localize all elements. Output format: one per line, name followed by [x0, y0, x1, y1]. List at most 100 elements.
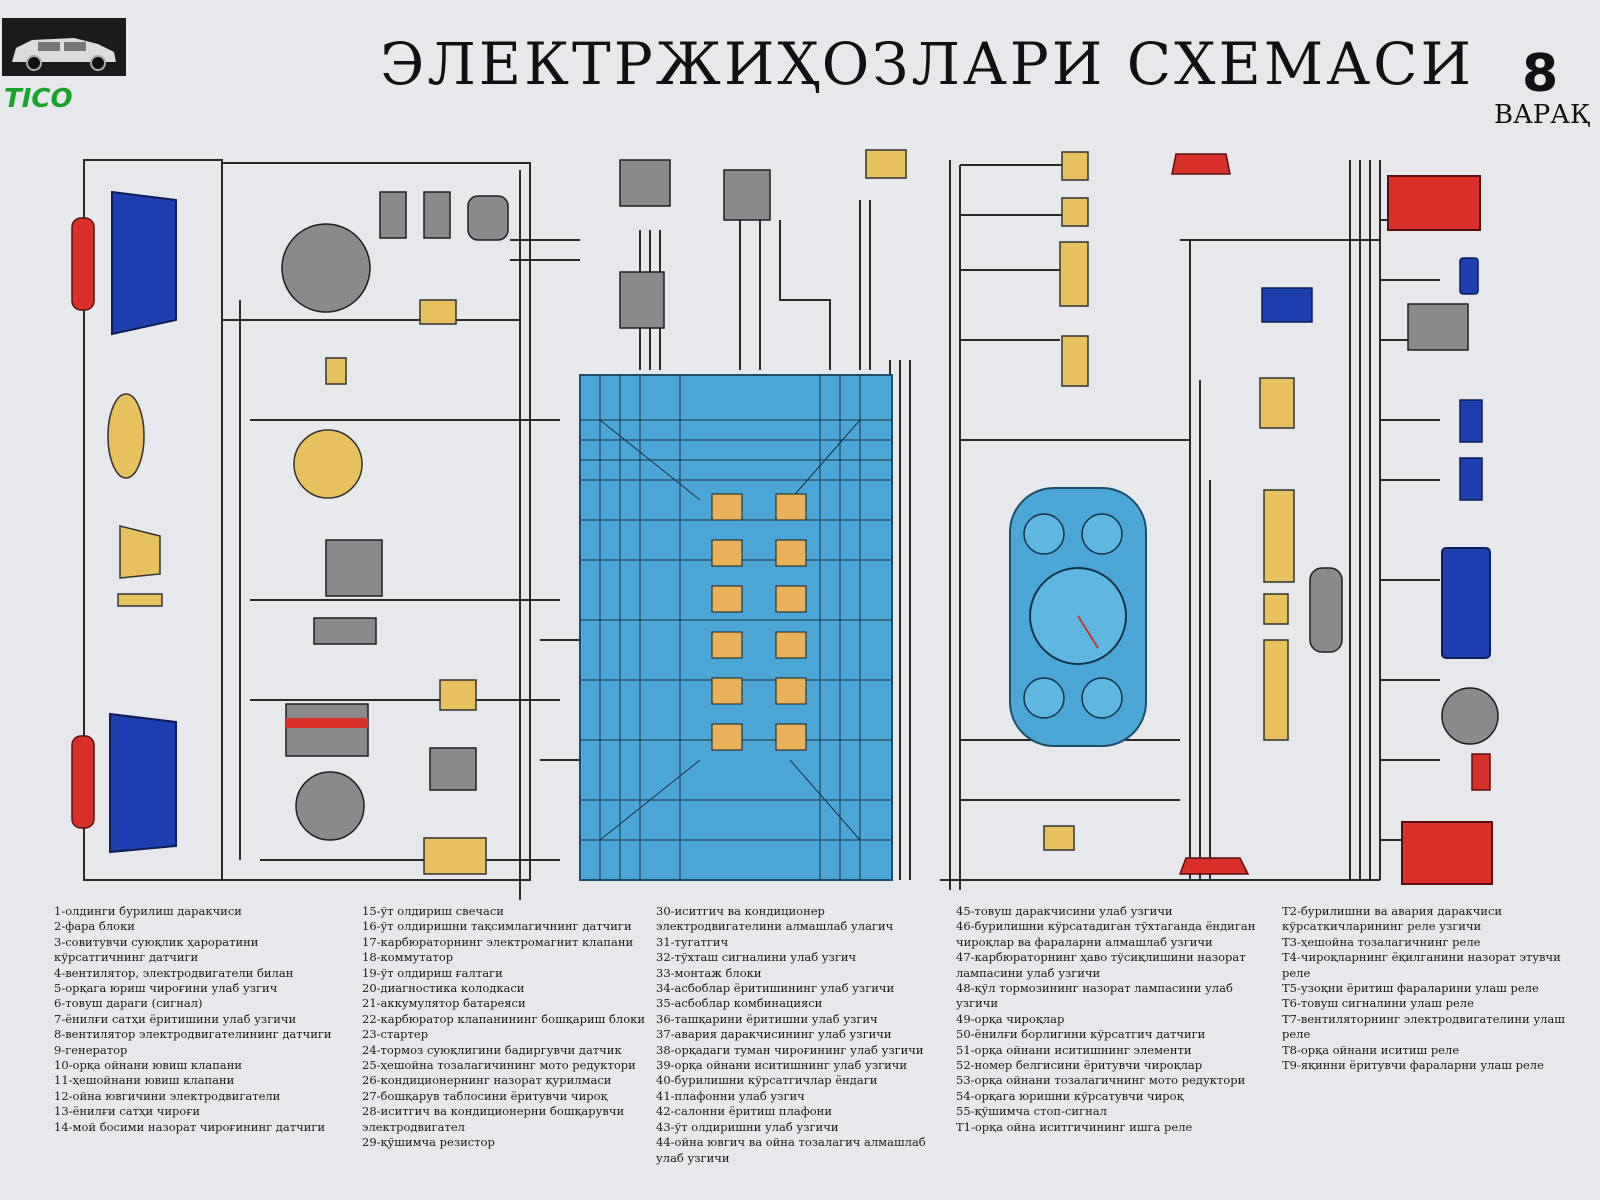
- legend-item: 2-фара блоки: [54, 919, 135, 934]
- legend-item: 55-қўшимча стоп-сигнал: [956, 1104, 1107, 1119]
- front-headlight-top: [71, 190, 177, 336]
- ignition-coil: [325, 539, 383, 597]
- legend-item: 18-коммутатор: [362, 950, 454, 965]
- legend-item: 51-орқа ойнани иситишнинг элементи: [956, 1042, 1192, 1057]
- wiper-motor-front: [619, 271, 665, 329]
- legend-item: 17-карбюраторнинг электромагнит клапани: [362, 934, 634, 949]
- legend-item: 49-орқа чироқлар: [956, 1011, 1065, 1026]
- starter: [295, 771, 365, 841]
- front-headlight-bottom: [71, 712, 177, 854]
- legend-item: 52-номер белгисини ёритувчи чироқлар: [956, 1058, 1203, 1073]
- wire-bundle-top: [639, 200, 871, 370]
- legend-item: Т5-узоқни ёритиш фараларини улаш реле: [1282, 981, 1539, 996]
- instrument-cluster: [1009, 487, 1147, 747]
- legend-item: 7-ёнилғи сатҳи ёритишини улаб узгичи: [54, 1011, 297, 1026]
- legend-item: 31-тугатгич: [656, 934, 729, 949]
- generator: [281, 223, 371, 313]
- wire-bundle-right-switches: [960, 164, 1190, 801]
- legend-item: 22-карбюратор клапанининг бошқариш блоки: [362, 1011, 645, 1026]
- panel-light-switch: [1043, 825, 1075, 851]
- legend-item: 37-авария даракчисининг улаб узгичи: [656, 1027, 892, 1042]
- interior-lamp: [1261, 287, 1313, 323]
- legend-item: 8-вентилятор электродвигателининг датчиг…: [54, 1027, 332, 1042]
- page-title: ЭЛЕКТРЖИҲОЗЛАРИ СХЕМАСИ: [380, 30, 1475, 98]
- legend-item: Т8-орқа ойнани иситиш реле: [1282, 1042, 1460, 1057]
- legend-item: Т6-товуш сигналини улаш реле: [1282, 996, 1474, 1011]
- horn: [119, 525, 161, 579]
- legend-item: 1-олдинги бурилиш даракчиси: [54, 904, 242, 918]
- legend-item: Т4-чироқларнинг ёқилганини назорат этувч…: [1282, 950, 1561, 980]
- legend-item: 45-товуш даракчисини улаб узгичи: [956, 904, 1173, 918]
- legend-item: 29-қўшимча резистор: [362, 1135, 495, 1150]
- wire-bundle-engine: [222, 300, 560, 861]
- legend-item: 4-вентилятор, электродвигатели билан: [54, 965, 294, 980]
- legend-item: 39-орқа ойнани иситишнинг улаб узгичи: [656, 1058, 908, 1073]
- legend-item: 11-ҳешойнани ювиш клапани: [54, 1073, 235, 1088]
- legend-item: 14-мой босими назорат чироғининг датчиги: [54, 1119, 326, 1134]
- legend-item: 33-монтаж блоки: [656, 965, 762, 980]
- diagnostic-connector: [439, 679, 477, 711]
- legend-item: 16-ўт олдиришни тақсимлагичнинг датчиги: [362, 919, 632, 934]
- wire-bundle-center-left: [510, 170, 580, 900]
- ac-control-unit: [619, 159, 671, 207]
- legend-item: 38-орқадаги туман чироғининг улаб узгичи: [656, 1042, 924, 1057]
- legend-item: 20-диагностика колодкаси: [362, 981, 525, 996]
- legend-item: 41-плафонни улаб узгич: [656, 1088, 805, 1103]
- washer-valve-rear: [379, 191, 407, 239]
- fog-lamp-switch: [1059, 241, 1089, 307]
- battery: [285, 703, 369, 757]
- legend-item: 5-орқага юриш чироғини улаб узгич: [54, 981, 278, 996]
- legend-item: 48-қўл тормозининг назорат лампасини ула…: [956, 981, 1233, 1011]
- legend-item: 47-карбюраторнинг ҳаво тўсиқлишини назор…: [956, 950, 1246, 980]
- legend-item: 23-стартер: [362, 1027, 429, 1042]
- legend-item: 35-асбоблар комбинацияси: [656, 996, 823, 1011]
- heater-motor: [723, 169, 771, 221]
- legend-item: 10-орқа ойнани ювиш клапани: [54, 1058, 243, 1073]
- wire-loop-engine: [221, 162, 531, 881]
- legend-item: Т9-яқинни ёритувчи фараларни улаш реле: [1282, 1058, 1544, 1073]
- legend-item: 3-совитувчи суюқлик ҳароратини кўрсатгич…: [54, 934, 259, 965]
- legend-item: 50-ёнилғи борлигини кўрсатгич датчиги: [956, 1027, 1206, 1042]
- spark-plug: [325, 357, 347, 385]
- brake-fluid-sensor: [423, 837, 487, 875]
- legend-item: 46-бурилишни кўрсатадиган тўхтаганда ёнд…: [956, 919, 1256, 949]
- third-brake-light: [1471, 753, 1491, 791]
- legend-item: 25-ҳешойна тозалагичининг мото редуктори: [362, 1058, 636, 1073]
- legend-item: 36-ташқарини ёритишни улаб узгич: [656, 1011, 878, 1026]
- car-icon: [12, 38, 116, 71]
- legend-item: 30-иситгич ва кондиционер электродвигате…: [656, 904, 894, 934]
- legend-item: 28-иситгич ва кондиционерни бошқарувчи э…: [362, 1104, 625, 1134]
- legend-item: 24-тормоз суюқлигини бадиргувчи датчик: [362, 1042, 622, 1057]
- mounting-block: [579, 374, 893, 881]
- ignition-switch: [1259, 377, 1295, 429]
- hazard-switch-top: [1061, 197, 1089, 227]
- brand-logo: TICO: [4, 84, 73, 114]
- wire-bundle-rear: [1180, 160, 1381, 880]
- legend-item: 32-тўхташ сигналини улаб узгич: [656, 950, 857, 965]
- wiring-diagram: [71, 149, 1499, 900]
- fuel-level-sensor: [1441, 687, 1499, 745]
- legend-item: 19-ўт олдириш ғалтаги: [362, 965, 503, 980]
- reverse-switch: [117, 593, 163, 607]
- oil-level-lamp: [419, 299, 457, 325]
- heater-resistor: [865, 149, 907, 179]
- sheet-number: 8: [1522, 44, 1559, 104]
- sheet-label: ВАРАҚ: [1494, 100, 1591, 130]
- legend-item: Т2-бурилишни ва авария даракчиси кўрсатк…: [1282, 904, 1503, 934]
- legend-column-3: 30-иситгич ва кондиционер электродвигате…: [656, 904, 946, 1166]
- legend-item: Т7-вентиляторнинг электродвигателини ула…: [1282, 1011, 1565, 1042]
- legend-item: 9-генератор: [54, 1042, 128, 1057]
- radiator-fan: [107, 393, 145, 479]
- license-lamp-bottom: [1459, 457, 1483, 501]
- legend-item: 15-ўт олдириш свечаси: [362, 904, 504, 918]
- horn-switch: [1263, 593, 1289, 625]
- rear-lamp-top: [1387, 175, 1481, 231]
- legend-item: 21-аккумулятор батареяси: [362, 996, 526, 1011]
- legend-column-5: Т2-бурилишни ва авария даракчиси кўрсатк…: [1282, 904, 1572, 1073]
- side-repeater-bottom: [1178, 857, 1250, 875]
- license-lamp-top: [1459, 399, 1483, 443]
- car-logo-image: [2, 18, 126, 76]
